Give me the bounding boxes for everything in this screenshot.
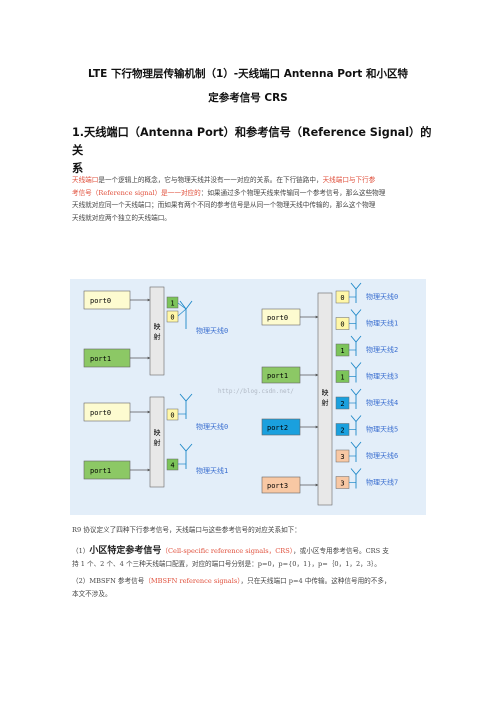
watermark: http://blog.csdn.net/ [218,388,294,395]
rs-cell-label: 0 [340,321,344,329]
port-label: port3 [267,482,288,490]
list-item-crs: （1）小区特定参考信号（Cell-specific reference sign… [72,545,430,570]
antenna-icon [179,300,193,329]
antenna-icon [179,393,193,419]
mapping-char-1: 映 [154,428,161,437]
right-rows: 0 物理天线0 0 物理天线1 1 物理天线2 1 物理天线3 2 物理天线4 2 物理天线5 3 物理天… [335,282,398,489]
antenna-label: 物理天线6 [366,451,398,460]
list-item-mbsfn: （2）MBSFN 参考信号（MBSFN reference signals），只… [72,575,430,600]
highlight-1: 天线端口与下行参 [322,176,376,184]
crs-term: 小区特定参考信号 [89,546,162,556]
port-label: port0 [90,297,111,305]
section-heading-line1: 1.天线端口（Antenna Port）和参考信号（Reference Sign… [72,126,432,157]
mapping-block [149,396,165,488]
port-label: port1 [267,372,288,380]
antenna-label: 物理天线0 [366,292,398,301]
intro-text-3: 天线就对应同一个天线端口；而如果有两个不同的参考信号是从同一个物理天线中传输的，… [72,201,376,210]
rs-cell-label: 0 [170,412,174,420]
mapping-diagram: port0 port1 映 射 1 0 物理天线0 port0 port1 映 … [83,282,398,506]
rs-cell-label: 1 [340,347,344,355]
antenna-icon [350,282,362,303]
port-label: port1 [90,467,111,475]
r9-sentence: R9 协议定义了四种下行参考信号，天线端口与这些参考信号的对应关系如下： [72,526,301,534]
port-label: port1 [90,355,111,363]
port-label: port2 [267,424,288,432]
rs-cell [166,310,179,323]
mbsfn-english: （MBSFN reference signals） [144,577,241,585]
intro-text-2: ：如果通过多个物理天线来传输同一个参考信号，那么这些物理 [200,188,386,197]
item-number: （1） [72,547,90,555]
antenna-icon [350,309,362,330]
doc-title-line2: 定参考信号 CRS [208,92,288,104]
rs-cell-label: 4 [170,462,174,470]
rs-cell [166,296,179,309]
rs-cell [166,408,179,421]
antenna-icon [350,468,362,489]
intro-text-1: 是一个逻辑上的概念，它与物理天线并没有一一对应的关系。在下行链路中， [98,176,323,184]
antenna-label: 物理天线4 [366,398,398,407]
mapping-char-1: 映 [322,388,329,397]
rs-cell-label: 2 [340,427,344,435]
item-number: （2）MBSFN 参考信号 [72,577,145,585]
antenna-icon [350,415,362,436]
antenna-icon [350,388,362,409]
antenna-label: 物理天线0 [196,422,228,431]
highlight-2: 考信号（Reference signal）是一一对应的 [72,188,201,197]
port-label: port0 [267,314,288,322]
item-text: ，或小区专用参考信号。CRS 支 [293,547,389,555]
antenna-icon [179,443,193,469]
antenna-icon [350,362,362,383]
mapping-char-2: 射 [322,398,329,407]
mapping-block [149,286,165,376]
rs-cell-label: 3 [340,453,344,461]
mapping-char-2: 射 [154,438,161,447]
antenna-icon [350,441,362,462]
antenna-label: 物理天线5 [366,425,398,434]
antenna-icon [350,335,362,356]
item-text: ，只在天线端口 p=4 中传输。这种信号用的不多， [240,577,391,585]
doc-title-line1: LTE 下行物理层传输机制（1）-天线端口 Antenna Port 和小区特 [88,68,408,80]
rs-cell-label: 0 [170,314,174,322]
section-heading-line2: 系 [72,162,84,175]
rs-cell-label: 1 [170,300,174,308]
port-label: port0 [90,409,111,417]
mapping-char-2: 射 [154,332,161,341]
mapping-char-1: 映 [154,322,161,331]
rs-cell [166,458,179,471]
item-text-line2: 持 1 个、2 个、4 个三种天线端口配置，对应的端口号分别是：p=0，p={0… [72,559,381,568]
term-antenna-port: 天线端口 [72,176,99,184]
antenna-port-mapping-figure: port0 port1 映 射 1 0 物理天线0 port0 port1 映 … [70,279,426,515]
item-text-line2: 本文不涉及。 [72,589,112,598]
rs-cell-label: 0 [340,294,344,302]
crs-english: （Cell-specific reference signals，CRS） [161,547,294,555]
intro-text-4: 天线就对应两个独立的天线端口。 [72,213,171,222]
antenna-label: 物理天线0 [196,326,228,335]
rs-cell-label: 2 [340,400,344,408]
mapping-block [317,292,333,506]
antenna-label: 物理天线2 [366,345,398,354]
antenna-label: 物理天线3 [366,372,398,381]
antenna-label: 物理天线1 [196,466,228,475]
antenna-label: 物理天线7 [366,478,398,487]
rs-cell-label: 3 [340,480,344,488]
intro-paragraph: 天线端口是一个逻辑上的概念，它与物理天线并没有一一对应的关系。在下行链路中，天线… [72,174,430,224]
antenna-label: 物理天线1 [366,319,398,328]
section-heading: 1.天线端口（Antenna Port）和参考信号（Reference Sign… [72,124,432,178]
rs-cell-label: 1 [340,374,344,382]
